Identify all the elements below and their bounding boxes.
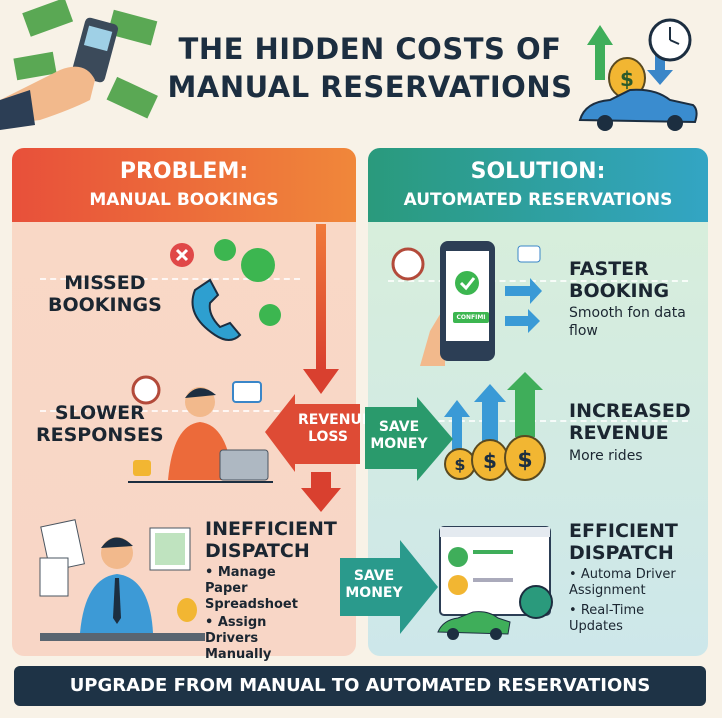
svg-text:$: $ <box>517 448 532 473</box>
bullet-item: • Automa Driver Assignment <box>569 567 676 598</box>
money-bags-growth-icon: $ $ $ <box>444 372 546 481</box>
item-title: RESPONSES <box>36 424 164 446</box>
save-money-label-2: SAVE MONEY <box>345 568 403 601</box>
bullet-item: • Real-Time Updates <box>569 603 645 634</box>
save-money-arrow-1 <box>365 397 453 481</box>
bullet-text: Automa Driver Assignment <box>569 567 676 598</box>
page-title: THE HIDDEN COSTS OF MANUAL RESERVATIONS <box>150 30 590 106</box>
item-title: INCREASED <box>569 400 691 422</box>
item-title: SLOWER <box>54 402 145 424</box>
item-title: EFFICIENT <box>569 520 678 542</box>
title-line-2: MANUAL RESERVATIONS <box>167 70 573 104</box>
phone-confirm-button: CONFIMI <box>453 312 489 323</box>
solution-increased-revenue: INCREASED REVENUE More rides <box>569 400 691 465</box>
phone-confirm-illustration <box>391 241 542 366</box>
item-desc: More rides <box>569 448 643 464</box>
phone-call-icon <box>170 239 281 341</box>
item-title: FASTER <box>569 258 649 280</box>
bullet-text: Real-Time Updates <box>569 603 645 634</box>
save-money-arrow-2 <box>340 540 438 634</box>
problem-header: PROBLEM: MANUAL BOOKINGS <box>12 148 356 222</box>
revenue-loss-label: REVENUE LOSS <box>298 412 372 445</box>
problem-slower-responses: SLOWER RESPONSES <box>36 402 164 446</box>
solution-faster-booking: FASTER BOOKING Smooth fon data flow <box>569 258 689 340</box>
title-line-1: THE HIDDEN COSTS OF <box>178 32 562 66</box>
problem-panel: PROBLEM: MANUAL BOOKINGS <box>12 148 356 656</box>
money-clock-car-illustration: $ <box>578 18 698 131</box>
item-title: INEFFICIENT <box>205 518 337 540</box>
svg-text:$: $ <box>454 455 465 474</box>
solution-efficient-dispatch: EFFICIENT DISPATCH • Automa Driver Assig… <box>569 520 694 635</box>
solution-subheading: AUTOMATED RESERVATIONS <box>403 190 673 210</box>
solution-header: SOLUTION: AUTOMATED RESERVATIONS <box>368 148 708 222</box>
hand-phone-money-illustration <box>0 0 158 130</box>
item-title: DISPATCH <box>569 542 674 564</box>
svg-text:$: $ <box>483 449 497 473</box>
bullet-item: • Manage Paper Spreadshoet <box>205 565 298 612</box>
stressed-person-illustration <box>128 375 273 483</box>
save-money-label-1: SAVE MONEY <box>370 419 428 452</box>
item-title: REVENUE <box>569 422 669 444</box>
item-title: DISPATCH <box>205 540 310 562</box>
item-title: MISSED <box>64 272 146 294</box>
dispatcher-illustration <box>39 519 205 641</box>
bullet-item: • Assign Drivers Manually <box>205 615 272 662</box>
bullet-text: Manage Paper Spreadshoet <box>205 565 298 612</box>
item-desc: Smooth fon data flow <box>569 305 686 339</box>
dispatch-dashboard-illustration <box>437 526 553 640</box>
solution-heading: SOLUTION: <box>470 159 606 184</box>
problem-inefficient-dispatch: INEFFICIENT DISPATCH • Manage Paper Spre… <box>205 518 337 663</box>
item-title: BOOKING <box>569 280 670 302</box>
problem-heading: PROBLEM: <box>119 159 249 184</box>
problem-missed-bookings: MISSED BOOKINGS <box>48 272 162 316</box>
problem-subheading: MANUAL BOOKINGS <box>89 190 279 210</box>
bottom-banner: UPGRADE FROM MANUAL TO AUTOMATED RESERVA… <box>14 666 706 706</box>
bullet-text: Assign Drivers Manually <box>205 615 272 662</box>
revenue-loss-flow-arrows <box>265 224 360 512</box>
item-title: BOOKINGS <box>48 294 162 316</box>
svg-text:$: $ <box>620 67 634 91</box>
